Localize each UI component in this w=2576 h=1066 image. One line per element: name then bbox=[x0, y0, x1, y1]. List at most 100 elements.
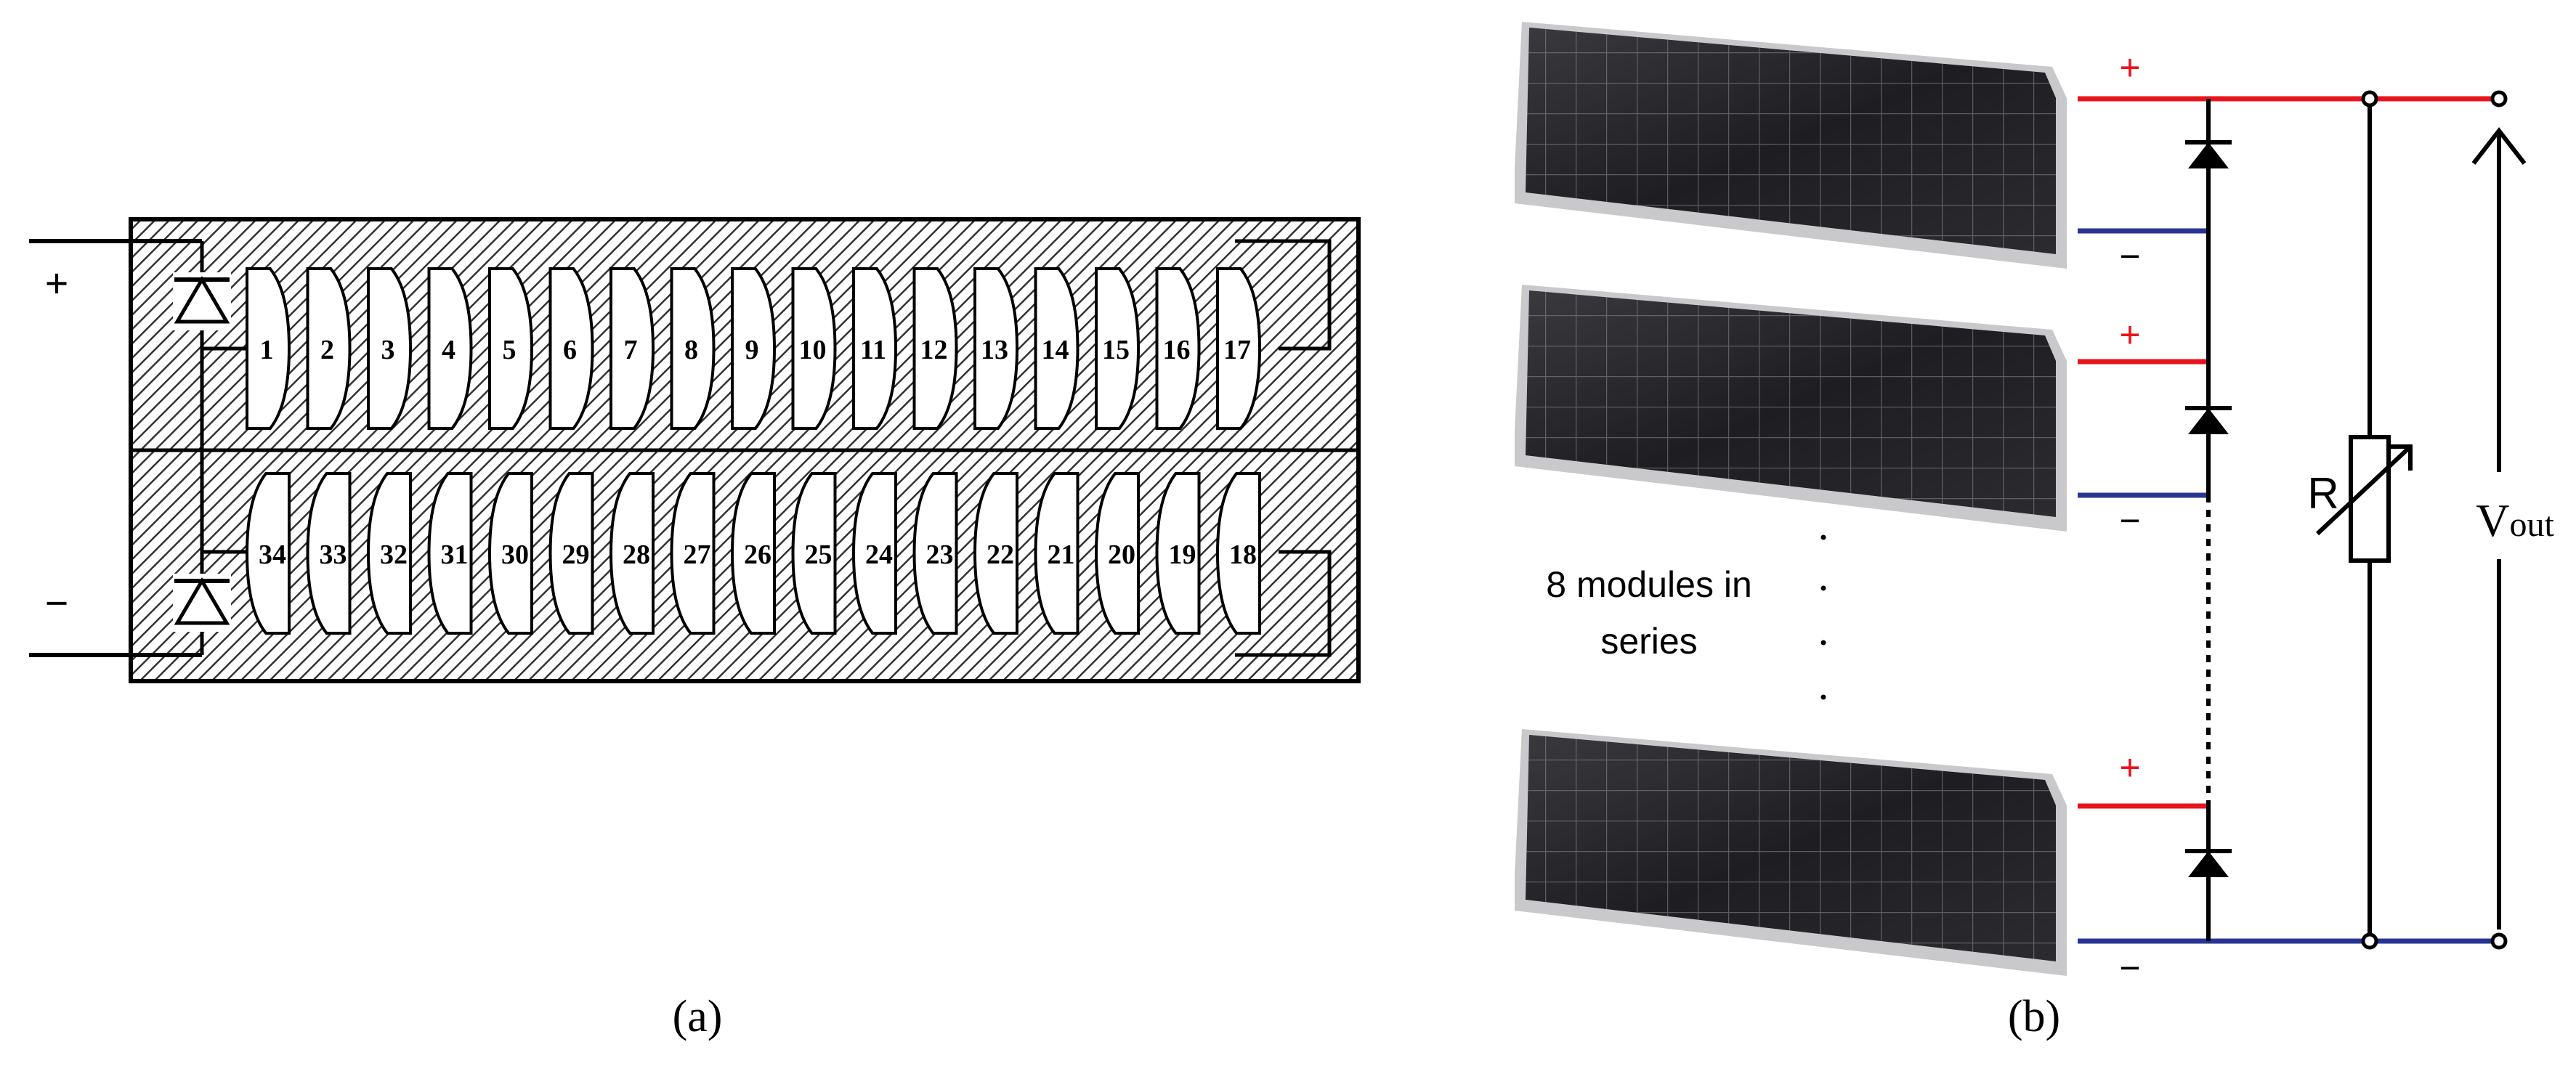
top-row-cell-label: 13 bbox=[981, 335, 1008, 365]
bottom-row-cell-label: 29 bbox=[562, 540, 590, 570]
bottom-row-cell bbox=[609, 472, 655, 635]
top-row-cell bbox=[912, 267, 958, 430]
bottom-row-cell-label: 33 bbox=[320, 540, 347, 570]
top-row-cell bbox=[670, 267, 716, 430]
bypass-diode-8-icon bbox=[2185, 849, 2232, 877]
variable-arrow-icon bbox=[2315, 444, 2413, 536]
vout-label: Vout bbox=[2476, 495, 2554, 546]
top-row-cell-label: 4 bbox=[442, 335, 455, 365]
top-row-cell bbox=[609, 267, 655, 430]
solar-module-2-icon bbox=[1515, 285, 2067, 532]
positive-wires bbox=[2078, 96, 2499, 809]
bottom-row-cell bbox=[306, 472, 352, 635]
bottom-row-cell-label: 18 bbox=[1229, 540, 1257, 570]
module-8-plus: + bbox=[2119, 747, 2140, 788]
bottom-row-cell bbox=[245, 472, 291, 635]
bottom-row-cell-label: 27 bbox=[684, 540, 711, 570]
top-row-cell-label: 9 bbox=[745, 335, 759, 365]
solar-module-1-icon bbox=[1515, 22, 2067, 269]
bottom-row-cell bbox=[730, 472, 776, 635]
top-row-cell-label: 7 bbox=[624, 335, 638, 365]
bottom-row-cell bbox=[670, 472, 716, 635]
node-top bbox=[2361, 90, 2378, 107]
row-interconnect bbox=[1235, 239, 1332, 351]
top-row-cell-label: 11 bbox=[860, 335, 886, 365]
bottom-row-cell-label: 20 bbox=[1108, 540, 1135, 570]
bottom-row-cell-label: 30 bbox=[501, 540, 529, 570]
top-row-cell-label: 10 bbox=[799, 335, 827, 365]
bottom-row-cell-label: 23 bbox=[926, 540, 954, 570]
bottom-row-cell bbox=[487, 472, 533, 635]
module-2-plus: + bbox=[2119, 314, 2140, 355]
top-row-cell bbox=[488, 267, 534, 430]
negative-wires bbox=[2078, 228, 2499, 944]
bottom-row-cell bbox=[912, 472, 958, 635]
top-row-cell bbox=[427, 267, 473, 430]
top-row-cell-label: 12 bbox=[920, 335, 948, 365]
bottom-row-cell-label: 25 bbox=[805, 540, 833, 570]
bottom-row-cell bbox=[1094, 472, 1140, 635]
bottom-row-cell bbox=[1034, 472, 1080, 635]
continuation-dots bbox=[1820, 534, 1826, 700]
top-row-cell bbox=[1095, 267, 1141, 430]
top-row-cell-label: 5 bbox=[503, 335, 517, 365]
top-row-cell-label: 8 bbox=[684, 335, 698, 365]
module-2-minus: − bbox=[2119, 500, 2140, 541]
bottom-row-cell bbox=[1215, 472, 1261, 635]
bottom-row-cell-label: 34 bbox=[259, 540, 286, 570]
negative-terminal-label: − bbox=[44, 579, 68, 627]
bottom-row-cell-label: 19 bbox=[1169, 540, 1196, 570]
top-row-cell bbox=[367, 267, 413, 430]
top-row-cell bbox=[306, 267, 352, 430]
top-row-cell-label: 2 bbox=[320, 335, 334, 365]
bottom-row-cell-label: 24 bbox=[865, 540, 893, 570]
top-row-cell-label: 17 bbox=[1223, 335, 1251, 365]
resistor-label: R bbox=[2307, 469, 2338, 518]
top-row-cell bbox=[791, 267, 837, 430]
output-terminal-negative bbox=[2490, 932, 2508, 950]
module-1-plus: + bbox=[2119, 47, 2140, 88]
modules-label-line1: 8 modules in bbox=[1546, 564, 1752, 605]
bypass-diode-1-icon bbox=[2185, 140, 2232, 168]
vout-label-sub: out bbox=[2509, 505, 2554, 544]
node-bottom bbox=[2361, 932, 2378, 950]
top-row-cell bbox=[973, 267, 1019, 430]
top-row-cell bbox=[548, 267, 594, 430]
solar-module-8-icon bbox=[1515, 729, 2067, 976]
bypass-diode-bottom-icon bbox=[173, 574, 231, 632]
bottom-row-cell-label: 28 bbox=[623, 540, 650, 570]
bottom-row-cell bbox=[427, 472, 473, 635]
bypass-diode-2-icon bbox=[2185, 406, 2232, 434]
top-row-cell bbox=[1155, 267, 1201, 430]
top-row-cell-label: 16 bbox=[1163, 335, 1191, 365]
module-1-minus: − bbox=[2119, 236, 2140, 277]
top-row-cell-label: 15 bbox=[1102, 335, 1130, 365]
bottom-row-cell-label: 22 bbox=[987, 540, 1014, 570]
panel-b-caption: (b) bbox=[2008, 992, 2060, 1041]
bottom-row-cell bbox=[1155, 472, 1201, 635]
bottom-row-cell bbox=[851, 472, 897, 635]
top-row-cell bbox=[1216, 267, 1262, 430]
top-row-cell-label: 1 bbox=[260, 335, 274, 365]
panel-b-series-circuit: + − + − + − 8 modules in series bbox=[1515, 22, 2572, 1041]
module-8-minus: − bbox=[2119, 948, 2140, 988]
bottom-row-cell-label: 26 bbox=[744, 540, 771, 570]
positive-terminal-label: + bbox=[44, 260, 68, 307]
top-row-cell bbox=[852, 267, 898, 430]
bottom-row-cell bbox=[973, 472, 1018, 635]
bottom-row-cell-label: 31 bbox=[441, 540, 469, 570]
output-terminal-positive bbox=[2490, 90, 2508, 107]
top-row-cell-label: 3 bbox=[381, 335, 395, 365]
bypass-diode-top-icon bbox=[173, 272, 231, 330]
bottom-row-cell bbox=[791, 472, 837, 635]
vout-arrow-head-icon bbox=[2471, 127, 2527, 165]
top-row-cell bbox=[1034, 267, 1080, 430]
modules-label-line2: series bbox=[1600, 621, 1697, 662]
bottom-row-cell-label: 21 bbox=[1048, 540, 1075, 570]
bottom-row-cell bbox=[366, 472, 412, 635]
top-row-cell bbox=[731, 267, 777, 430]
